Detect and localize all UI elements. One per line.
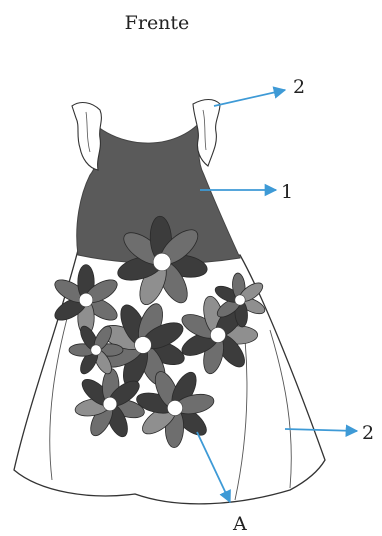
label-bodice: 1: [281, 181, 293, 203]
flower-center: [79, 293, 93, 307]
label-strap: 2: [293, 76, 305, 98]
flower-center: [167, 400, 182, 415]
left-strap-ruffle: [72, 103, 101, 170]
label-skirt: 2: [362, 422, 374, 444]
flower-center: [153, 253, 171, 271]
flower-center: [91, 345, 101, 355]
flower-center: [135, 337, 152, 354]
flower-center: [235, 295, 245, 305]
label-applique: A: [232, 513, 247, 535]
diagram-title: Frente: [125, 12, 190, 34]
flower-center: [103, 397, 117, 411]
flower-center: [210, 327, 225, 342]
arrow-strap: [214, 90, 285, 106]
